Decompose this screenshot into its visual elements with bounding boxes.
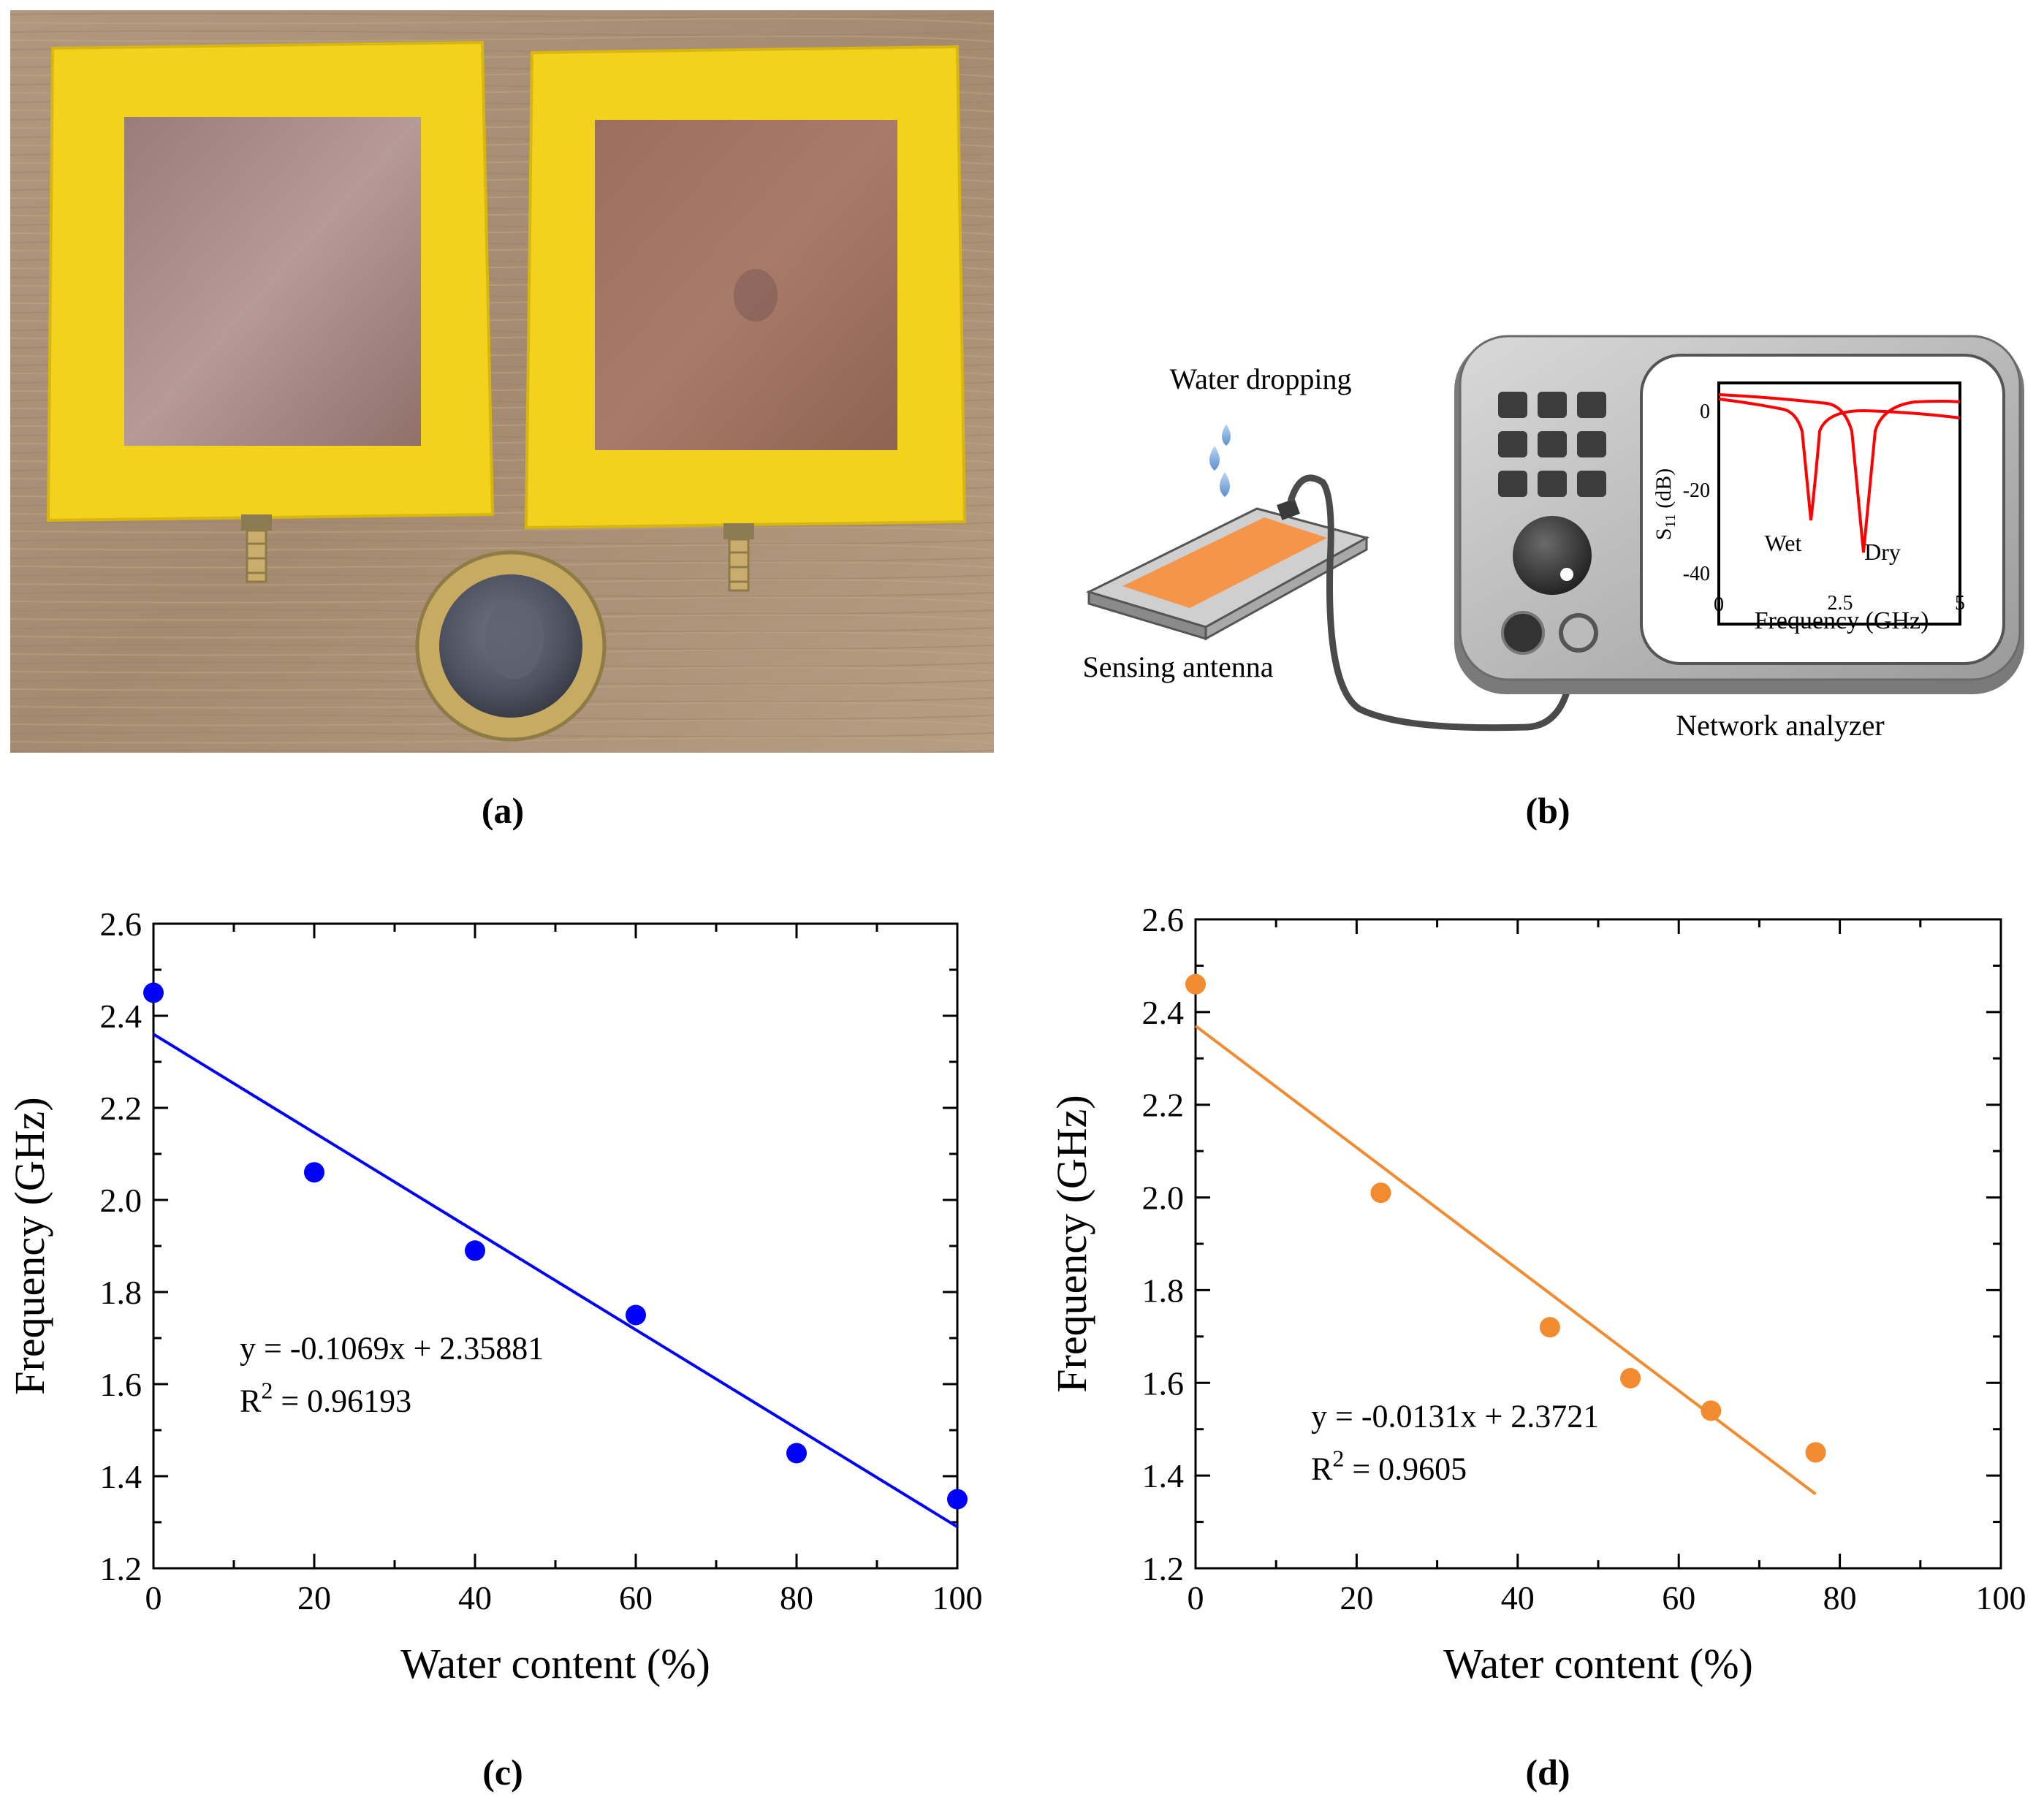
chart-c-xtick-label: 80	[780, 1579, 813, 1616]
chart-c-ytick-label: 1.8	[100, 1274, 143, 1311]
analyzer-screen	[1640, 354, 2005, 665]
chart-c-xtick-label: 40	[458, 1579, 492, 1616]
panel-b-diagram: Water dropping Sensing antenna	[1082, 335, 2024, 742]
chart-d-xtick-label: 0	[1188, 1579, 1204, 1616]
chart-c-data-point	[143, 982, 164, 1003]
panel-b-label: (b)	[1525, 790, 1570, 831]
chart-c-data-point	[786, 1443, 807, 1464]
chart-c-ytick-label: 2.0	[100, 1182, 143, 1219]
network-analyzer-icon	[1454, 335, 2024, 694]
panel-c-label: (c)	[482, 1752, 523, 1793]
chart-d-r-squared: R2 = 0.9605	[1311, 1445, 1467, 1487]
inset-xlabel: Frequency (GHz)	[1755, 607, 1929, 634]
left-sma-connector	[241, 514, 272, 583]
chart-d-data-point	[1805, 1442, 1826, 1463]
chart-c-ytick-label: 1.2	[100, 1550, 143, 1587]
chart-d-ytick-label: 1.2	[1142, 1550, 1185, 1587]
water-dropping-label: Water dropping	[1170, 362, 1352, 395]
chart-d-xlabel: Water content (%)	[1443, 1640, 1753, 1687]
chart-d-xtick-label: 100	[1976, 1579, 2026, 1616]
inset-ytick-2: -40	[1683, 563, 1710, 585]
chart-c-r-squared: R2 = 0.96193	[240, 1377, 411, 1418]
chart-c-ytick-label: 1.6	[100, 1366, 143, 1403]
analyzer-port-2	[1559, 613, 1598, 653]
inset-wet-curve	[1718, 398, 1961, 521]
chart-c-xlabel: Water content (%)	[400, 1640, 710, 1687]
analyzer-port-1	[1501, 611, 1545, 655]
chart-c-data-point	[465, 1240, 485, 1261]
keypad	[1498, 392, 1606, 497]
chart-c-ytick-label: 2.4	[100, 998, 143, 1035]
chart-d-ylabel: Frequency (GHz)	[1048, 1095, 1095, 1392]
panel-d-label: (d)	[1525, 1752, 1570, 1793]
inset-xtick-0: 0	[1714, 593, 1724, 616]
chart-d-ytick-label: 1.8	[1142, 1272, 1185, 1309]
chart-d-fit-equation: y = -0.0131x + 2.3721	[1311, 1399, 1599, 1435]
right-sma-connector	[723, 523, 754, 592]
inset-xtick-1: 2.5	[1828, 592, 1853, 615]
chart-d-ytick-label: 2.0	[1142, 1179, 1185, 1217]
inset-xtick-2: 5	[1955, 592, 1965, 615]
inset-dry-label: Dry	[1864, 539, 1901, 565]
chart-c-data-point	[626, 1304, 646, 1326]
inset-axes-frame	[1717, 381, 1961, 626]
panel-a-label: (a)	[481, 790, 525, 831]
sensing-antenna-label: Sensing antenna	[1082, 650, 1273, 683]
chart-d-xtick-label: 20	[1340, 1579, 1373, 1616]
chart-c-xtick-label: 100	[932, 1579, 983, 1616]
chart-d-ytick-label: 2.4	[1142, 994, 1185, 1031]
chart-d-data-point	[1701, 1400, 1722, 1421]
chart-c-ytick-label: 2.6	[100, 905, 143, 943]
chart-c-xtick-label: 60	[619, 1579, 653, 1616]
inset-ylabel: S11 (dB)	[1652, 468, 1679, 540]
chart-d-data-point	[1539, 1317, 1560, 1338]
inset-s11-plot: 0 -20 -40 0 2.5 5 Frequency (GHz) S11 (d…	[1652, 381, 1965, 634]
chart-c-xtick-label: 20	[297, 1579, 331, 1616]
inset-ytick-0: 0	[1700, 400, 1710, 423]
chart-c-fit-line	[152, 1033, 959, 1529]
network-analyzer-label: Network analyzer	[1676, 709, 1884, 742]
chart-d-ytick-label: 1.4	[1142, 1457, 1185, 1494]
chart-c-ylabel: Frequency (GHz)	[6, 1097, 53, 1394]
inset-dry-curve	[1718, 393, 1961, 553]
left-copper-patch	[124, 117, 421, 446]
chart-d-xtick-label: 80	[1823, 1579, 1857, 1616]
chart-d-data-point	[1370, 1182, 1391, 1204]
chart-c-xtick-label: 0	[145, 1579, 162, 1616]
chart-d-data-point	[1620, 1367, 1641, 1388]
water-drops-icon	[1209, 424, 1231, 497]
coax-cable	[1287, 474, 1575, 732]
chart-d-ytick-label: 2.2	[1142, 1087, 1185, 1124]
chart-c-ytick-label: 2.2	[100, 1090, 143, 1127]
chart-c-fit-equation: y = -0.1069x + 2.35881	[240, 1330, 544, 1366]
chart-c-data-point	[304, 1162, 324, 1183]
right-patch-wet-spot	[734, 269, 778, 322]
chart-d-ytick-label: 1.6	[1142, 1364, 1185, 1402]
inset-wet-label: Wet	[1765, 530, 1802, 556]
coin	[415, 550, 607, 742]
chart-d-xtick-label: 60	[1662, 1579, 1695, 1616]
chart-c-data-point	[947, 1489, 968, 1510]
chart-d-data-point	[1185, 973, 1206, 995]
panel-a-photo	[10, 10, 994, 753]
sensing-antenna-icon	[1085, 498, 1369, 641]
inset-ytick-1: -20	[1683, 479, 1710, 502]
chart-c-ytick-label: 1.4	[100, 1458, 143, 1495]
chart-d-xtick-label: 40	[1501, 1579, 1535, 1616]
chart-d-ytick-label: 2.6	[1142, 901, 1185, 938]
